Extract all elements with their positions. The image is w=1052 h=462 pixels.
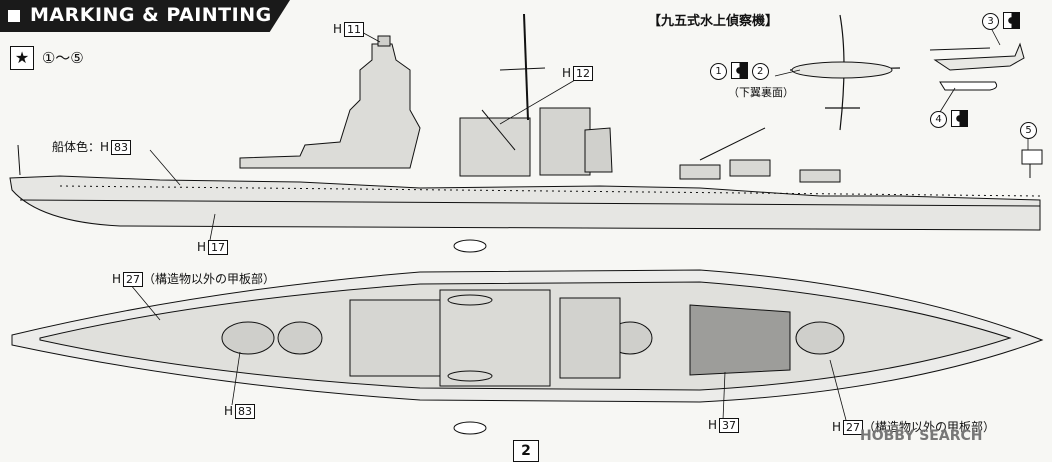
section-title: MARKING & PAINTING <box>30 4 272 26</box>
signal-flag-icon <box>730 62 748 79</box>
floatplane-side <box>933 42 1025 71</box>
marker-1: 1 <box>710 63 727 80</box>
underside-note: （下翼裏面） <box>728 86 794 99</box>
marker-1-2: 1 2 <box>710 62 769 80</box>
marker-2: 2 <box>751 63 769 80</box>
section-header: MARKING & PAINTING <box>0 0 290 32</box>
marking-range-text: ①～⑤ <box>41 49 84 67</box>
watermark: HOBBY SEARCH <box>860 428 983 444</box>
aircraft-title: 【九五式水上偵察機】 <box>648 14 779 29</box>
marker-3: 3 <box>982 12 1020 30</box>
signal-flag-icon <box>1002 12 1020 29</box>
marker-5: 5 <box>1020 122 1037 139</box>
header-square-icon <box>8 10 20 22</box>
star-icon: ★ <box>10 46 34 70</box>
marking-range: ★ ①～⑤ <box>10 46 84 70</box>
marker-4: 4 <box>930 110 968 128</box>
signal-flag-icon <box>950 110 968 127</box>
page-number: 2 <box>513 440 539 462</box>
pagoda-mast <box>239 43 421 169</box>
